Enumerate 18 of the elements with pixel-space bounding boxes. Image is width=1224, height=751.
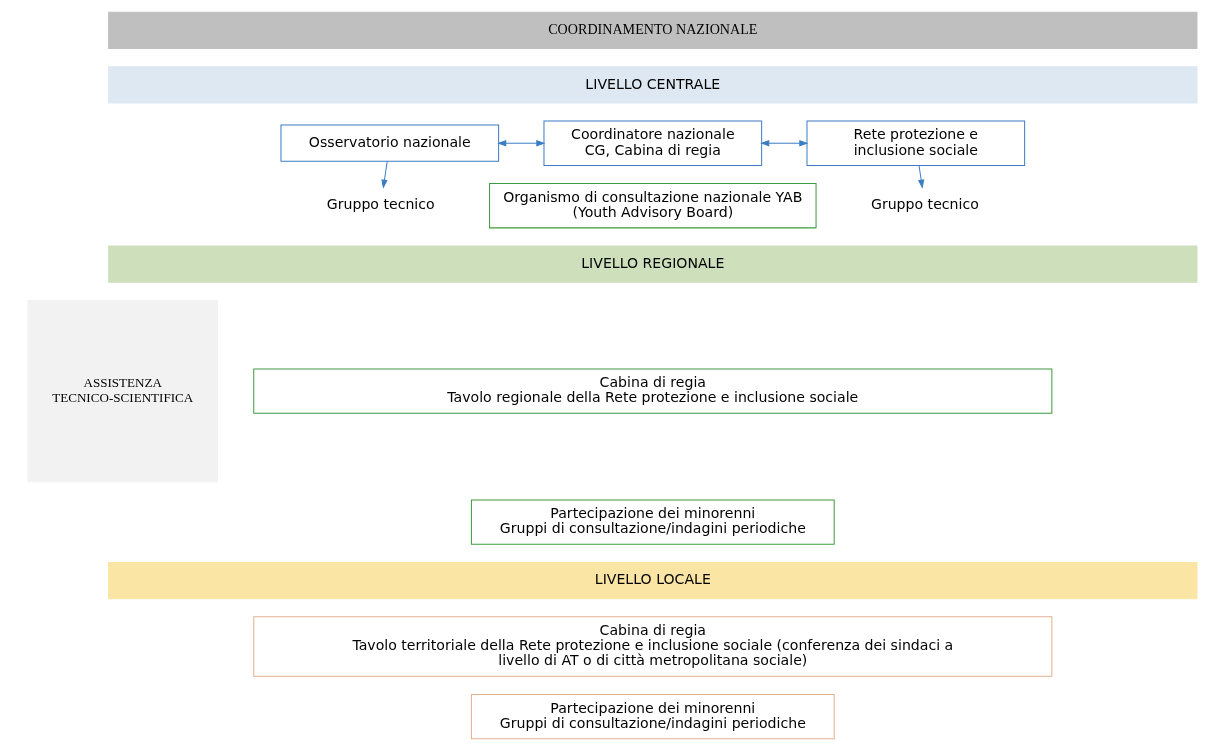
node-text: Gruppo tecnico: [870, 196, 979, 213]
node-box: Organismo di consultazione nazionale YAB (Youth Advisory Board): [488, 183, 817, 229]
node-box: Partecipazione dei minorenni Gruppi di consultazione/indagini periodiche: [470, 499, 835, 545]
node-box: Coordinatore nazionale CG, Cabina di regia: [542, 120, 762, 166]
arrow: [759, 140, 808, 147]
node-box: COORDINAMENTO NAZIONALE: [107, 11, 1197, 49]
node-box: Osservatorio nazionale: [279, 124, 499, 162]
node-text: Gruppo tecnico: [326, 196, 435, 213]
node-box: Cabina di regia Tavolo regionale della Rete protezione e inclusione sociale: [252, 368, 1052, 414]
node-box: LIVELLO LOCALE: [107, 561, 1197, 600]
node-box: LIVELLO REGIONALE: [107, 245, 1197, 283]
arrow: [496, 140, 545, 147]
node-box: Cabina di regia Tavolo territoriale della Rete protezione e inclusione sociale (conferenza dei sindaci a livello di AT o di città metropolitana sociale): [252, 616, 1052, 677]
node-box: Rete protezione e inclusione sociale: [806, 120, 1025, 166]
node-box: LIVELLO CENTRALE: [107, 66, 1197, 104]
node-box: Partecipazione dei minorenni Gruppi di consultazione/indagini periodiche: [470, 693, 835, 740]
arrow: [917, 165, 924, 189]
arrow: [380, 160, 388, 189]
